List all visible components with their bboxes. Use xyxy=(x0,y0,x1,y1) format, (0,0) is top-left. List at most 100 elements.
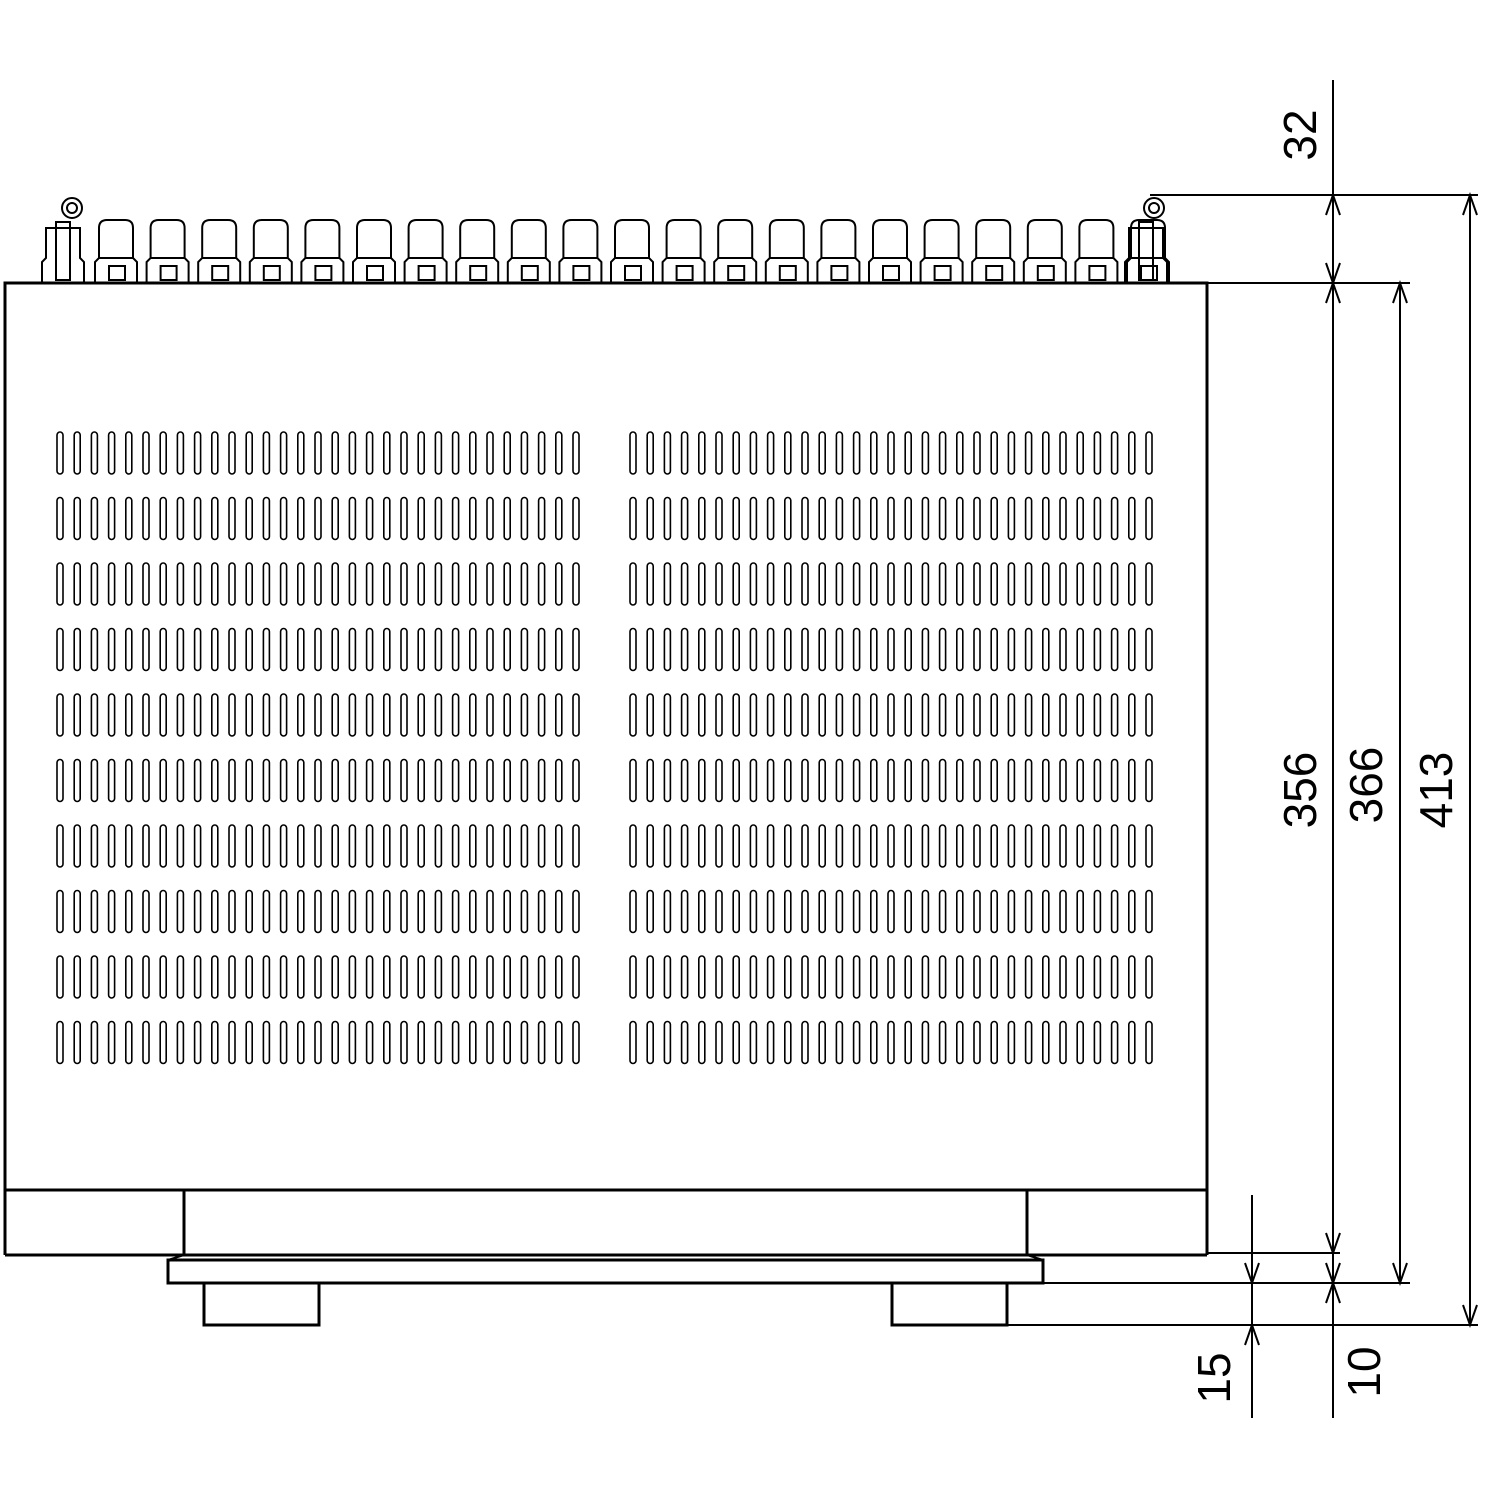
vent-slot xyxy=(1110,431,1119,475)
vent-slot xyxy=(904,627,913,672)
vent-slot xyxy=(663,562,672,606)
vent-slot xyxy=(852,955,861,999)
terminal-post xyxy=(94,219,138,283)
vent-slot xyxy=(869,824,878,868)
terminal-post xyxy=(558,219,603,283)
vent-slot xyxy=(107,562,116,606)
vent-slot xyxy=(434,627,443,672)
vent-slot xyxy=(503,496,512,541)
vent-slot xyxy=(451,562,460,606)
vent-slot xyxy=(554,889,563,934)
vent-slot xyxy=(715,1020,723,1065)
vent-slot xyxy=(451,693,460,737)
vent-slot xyxy=(904,431,913,475)
vent-slot xyxy=(663,889,672,934)
vent-slot xyxy=(801,431,809,475)
vent-slot xyxy=(1128,889,1136,934)
vent-slot xyxy=(279,562,288,606)
vent-slot xyxy=(955,889,964,934)
vent-slot xyxy=(554,955,563,999)
vent-slot xyxy=(938,693,947,737)
vent-slot xyxy=(90,1020,99,1065)
vent-slot xyxy=(176,955,185,999)
vent-slot xyxy=(938,955,947,999)
vent-slot xyxy=(938,889,947,934)
vent-slot xyxy=(331,889,340,934)
vent-slot xyxy=(835,496,844,541)
vent-slot xyxy=(749,824,758,868)
vent-slot xyxy=(1145,562,1153,606)
vent-slot xyxy=(486,627,494,672)
terminal-post xyxy=(248,219,293,283)
vent-slot xyxy=(245,824,253,868)
vent-slot xyxy=(732,1020,741,1065)
vent-slot xyxy=(193,496,202,541)
vent-slot xyxy=(537,824,546,868)
vent-slot xyxy=(732,627,741,672)
vent-slot xyxy=(245,955,253,999)
vent-slot xyxy=(801,889,809,934)
vent-slot xyxy=(73,693,81,737)
vent-slot xyxy=(973,496,981,541)
vent-slot xyxy=(629,1020,637,1065)
vent-slot xyxy=(887,758,895,803)
vent-slot xyxy=(1093,955,1102,999)
vent-slot xyxy=(451,955,460,999)
vent-slot xyxy=(520,889,529,934)
chassis-body xyxy=(3,281,1209,1255)
vent-slot xyxy=(520,496,529,541)
terminal-post xyxy=(1022,219,1067,283)
vent-slot xyxy=(56,693,64,737)
vent-slot xyxy=(417,955,426,999)
vent-slot xyxy=(715,562,723,606)
vent-slot xyxy=(73,1020,81,1065)
ventilation-slots xyxy=(56,431,1153,1065)
vent-slot xyxy=(904,955,913,999)
vent-slot xyxy=(732,955,741,999)
vent-slot xyxy=(1042,693,1050,737)
vent-slot xyxy=(1110,496,1119,541)
vent-slot xyxy=(73,496,81,541)
vent-slot xyxy=(572,955,580,999)
vent-slot xyxy=(296,824,305,868)
vent-slot xyxy=(73,889,81,934)
vent-slot xyxy=(56,431,64,475)
vent-slot xyxy=(749,431,758,475)
vent-slot xyxy=(697,889,706,934)
vent-slot xyxy=(73,824,81,868)
vent-slot xyxy=(262,693,271,737)
vent-slot xyxy=(1007,562,1016,606)
vent-slot xyxy=(869,889,878,934)
vent-slot xyxy=(193,431,202,475)
vent-slot xyxy=(1093,431,1102,475)
vent-slot xyxy=(107,693,116,737)
vent-slot xyxy=(107,627,116,672)
vent-slot xyxy=(766,955,775,999)
vent-slot xyxy=(537,889,546,934)
vent-slot xyxy=(56,824,64,868)
vent-slot xyxy=(1059,758,1067,803)
vent-slot xyxy=(1128,824,1136,868)
vent-slot xyxy=(921,758,930,803)
vent-slot xyxy=(365,496,374,541)
vent-slot xyxy=(572,627,580,672)
vent-slot xyxy=(1007,955,1016,999)
vent-slot xyxy=(262,627,271,672)
vent-slot xyxy=(228,627,236,672)
vent-slot xyxy=(697,758,706,803)
vent-slot xyxy=(715,758,723,803)
vent-slot xyxy=(938,758,947,803)
vent-slot xyxy=(904,824,913,868)
terminal-post xyxy=(764,219,809,283)
vent-slot xyxy=(486,955,494,999)
vent-slot xyxy=(262,1020,271,1065)
vent-slot xyxy=(193,955,202,999)
vent-slot xyxy=(537,693,546,737)
vent-slot xyxy=(1076,1020,1084,1065)
vent-slot xyxy=(801,693,809,737)
vent-slot xyxy=(193,1020,202,1065)
vent-slot xyxy=(852,496,861,541)
vent-slot xyxy=(1076,955,1084,999)
vent-slot xyxy=(749,693,758,737)
vent-slot xyxy=(938,562,947,606)
